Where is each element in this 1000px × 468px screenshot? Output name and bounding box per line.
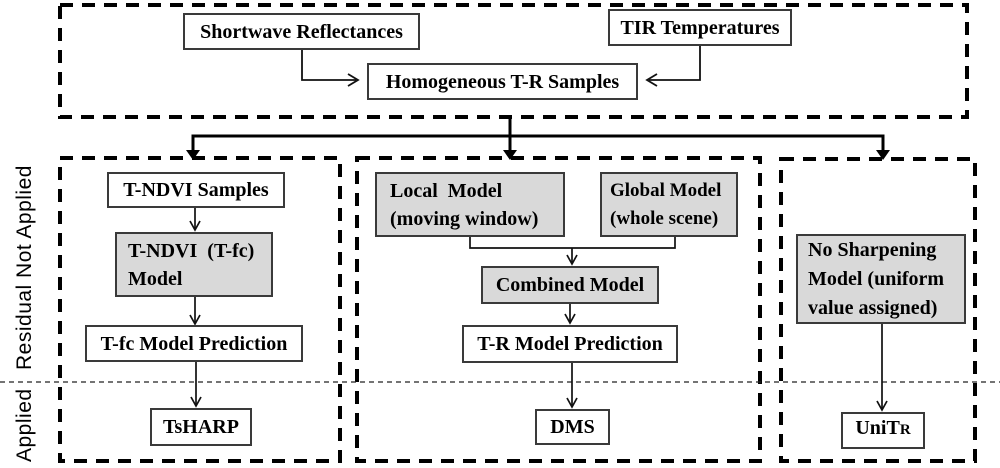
box-tndvi-tfc-model-line2: Model — [128, 267, 183, 290]
connector-shortwave-to-homogeneous — [301, 50, 360, 87]
connector-combined-to-trprediction — [564, 304, 576, 325]
box-unitr-smallcap-r: R — [899, 422, 911, 438]
box-no-sharpening-model: No Sharpening Model (uniform value assig… — [796, 234, 966, 324]
distribution-trunk — [191, 118, 885, 151]
label-residual-not-applied: Residual Not Applied — [13, 165, 36, 371]
box-global-model-line1: Global Model — [610, 179, 722, 201]
box-tsharp: TsHARP — [150, 408, 252, 446]
box-global-model: Global Model (whole scene) — [600, 172, 738, 237]
middle-dashed-container — [355, 156, 762, 463]
connector-model-to-prediction — [189, 297, 201, 326]
connector-local-global-merge — [469, 237, 676, 266]
connector-prediction-to-tsharp — [190, 362, 202, 408]
box-no-sharpening-line2: Model (uniform — [808, 267, 945, 290]
box-no-sharpening-line1: No Sharpening — [808, 238, 937, 261]
box-unitr-main: UniT — [855, 417, 900, 439]
left-dashed-container — [58, 156, 342, 463]
box-tndvi-samples: T-NDVI Samples — [107, 172, 285, 208]
box-dms: DMS — [535, 409, 610, 445]
box-no-sharpening-line3: value assigned) — [808, 296, 938, 319]
label-applied: Applied — [13, 388, 36, 462]
box-local-model-line1: Local Model — [390, 179, 503, 202]
right-dashed-container — [779, 157, 977, 463]
box-combined-model: Combined Model — [481, 266, 659, 304]
connector-tir-to-homogeneous — [645, 46, 701, 87]
distribution-arrowheads — [186, 150, 890, 160]
top-dashed-container — [58, 3, 969, 119]
connector-samples-to-model — [189, 208, 201, 232]
box-homogeneous-tr-samples: Homogeneous T-R Samples — [367, 63, 638, 100]
box-shortwave-reflectances: Shortwave Reflectances — [183, 13, 420, 50]
box-tndvi-tfc-model: T-NDVI (T-fc) Model — [115, 232, 273, 297]
box-global-model-line2: (whole scene) — [610, 207, 719, 229]
box-tr-model-prediction: T-R Model Prediction — [462, 325, 678, 363]
box-tfc-model-prediction: T-fc Model Prediction — [85, 325, 303, 362]
box-local-model-line2: (moving window) — [390, 207, 539, 230]
connector-trprediction-to-dms — [566, 363, 578, 409]
box-tndvi-tfc-model-line1: T-NDVI (T-fc) — [128, 239, 255, 262]
box-tir-temperatures: TIR Temperatures — [608, 9, 792, 46]
box-local-model: Local Model (moving window) — [375, 172, 565, 237]
connector-nosharpening-to-unitr — [876, 324, 888, 412]
